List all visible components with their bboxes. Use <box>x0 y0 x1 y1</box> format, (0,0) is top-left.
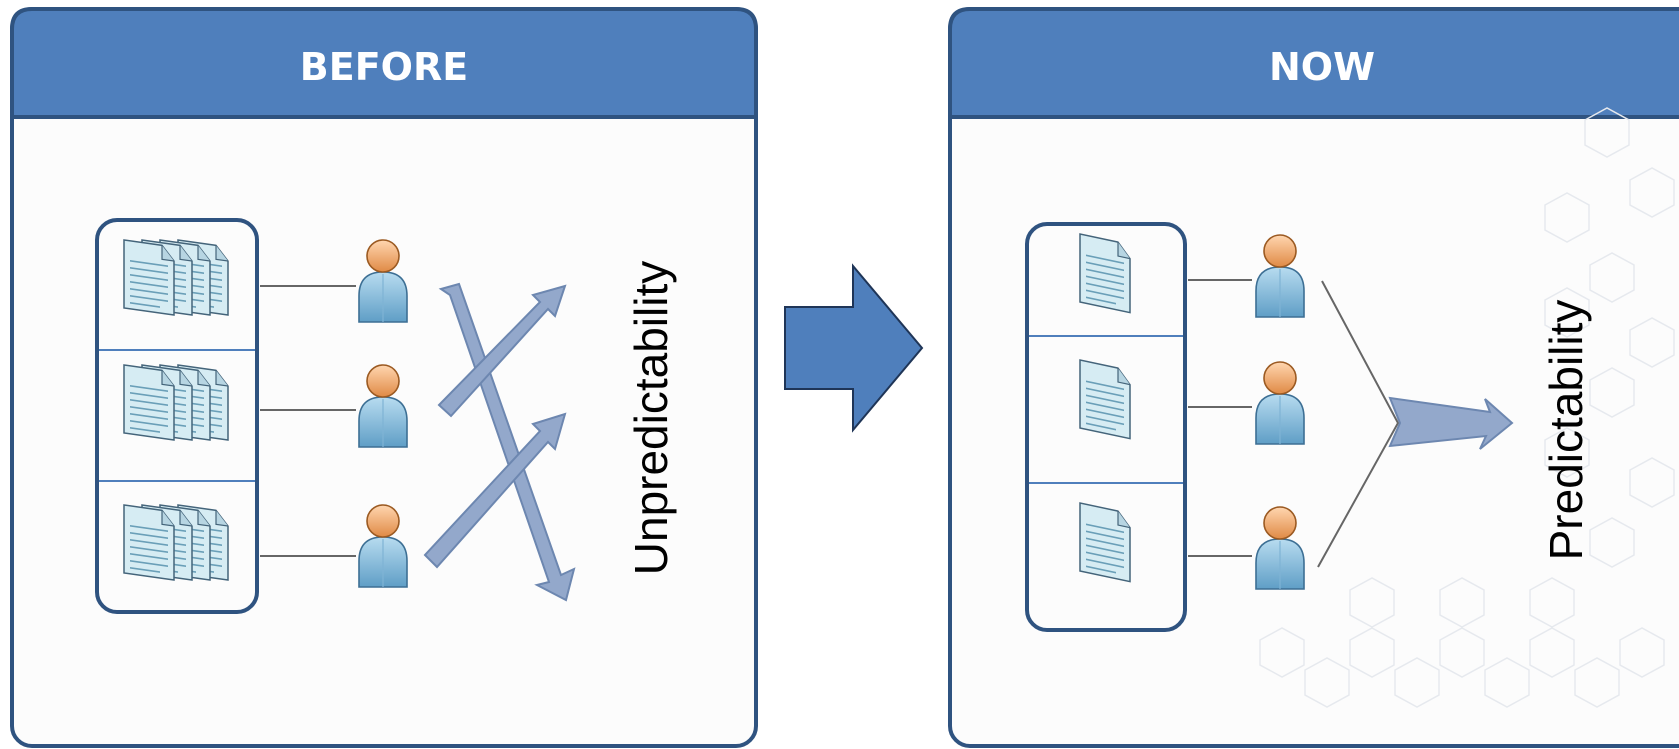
document-stack-icon <box>124 240 228 315</box>
converging-lines <box>1317 280 1400 568</box>
crossing-arrow-up-top <box>437 284 567 418</box>
now-label: Predictability <box>1540 300 1592 561</box>
now-document-box <box>1025 222 1187 632</box>
now-title: NOW <box>1269 45 1375 89</box>
crossing-arrow-down <box>438 282 576 602</box>
crossing-arrow-up-bottom <box>423 412 567 569</box>
right-arrow-icon <box>784 263 924 433</box>
convergence-arrow <box>1388 396 1514 450</box>
hexagon-background <box>1259 107 1675 708</box>
before-label: Unpredictability <box>625 261 677 575</box>
document-stack-icon <box>124 505 228 580</box>
document-stack-icon <box>124 365 228 440</box>
now-panel: NOW <box>948 7 1679 748</box>
before-title: BEFORE <box>300 45 468 89</box>
before-panel: BEFORE Unpredictability <box>10 7 758 748</box>
before-document-box <box>95 218 259 614</box>
